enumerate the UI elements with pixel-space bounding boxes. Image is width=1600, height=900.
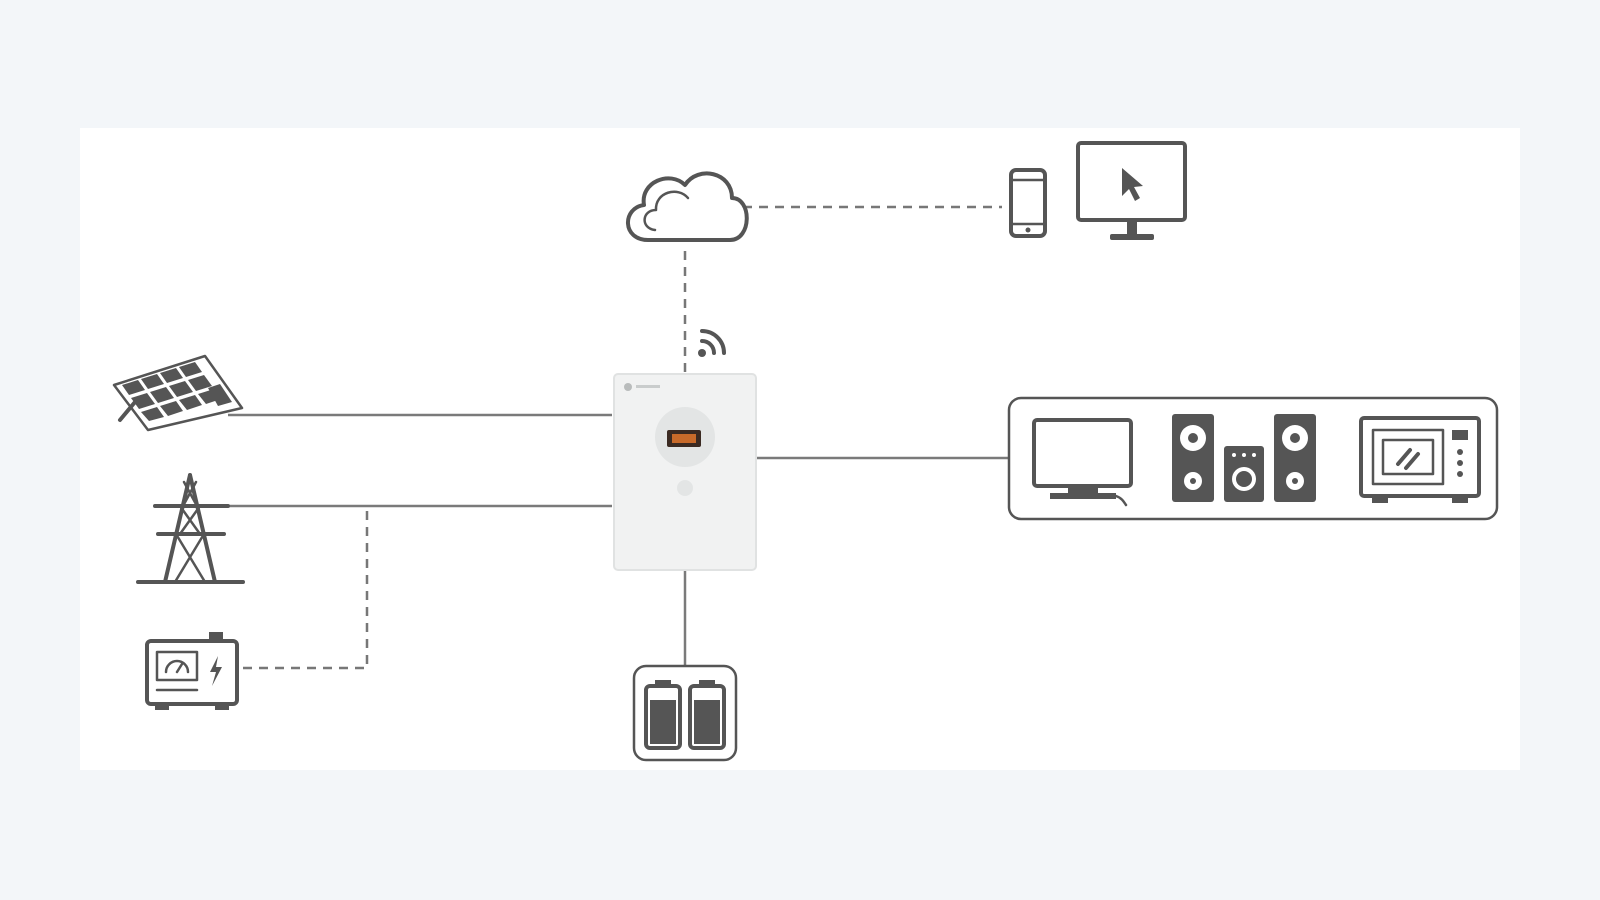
generator-icon [145,632,239,710]
generator-to-grid-dashed-line [243,506,369,670]
hybrid-inverter [613,373,757,571]
power-tower-icon [136,473,245,584]
household-loads [1007,396,1499,521]
solar-panel-icon [112,354,244,432]
monitor-icon [1076,141,1187,240]
wifi-icon [698,329,726,357]
connections [228,205,1009,670]
smartphone-icon [1009,168,1047,238]
battery-pack-icon [632,664,738,762]
tv-icon [1032,418,1133,507]
cloud-icon [626,171,749,242]
speakers-icon [1172,414,1316,502]
microwave-icon [1359,416,1481,503]
